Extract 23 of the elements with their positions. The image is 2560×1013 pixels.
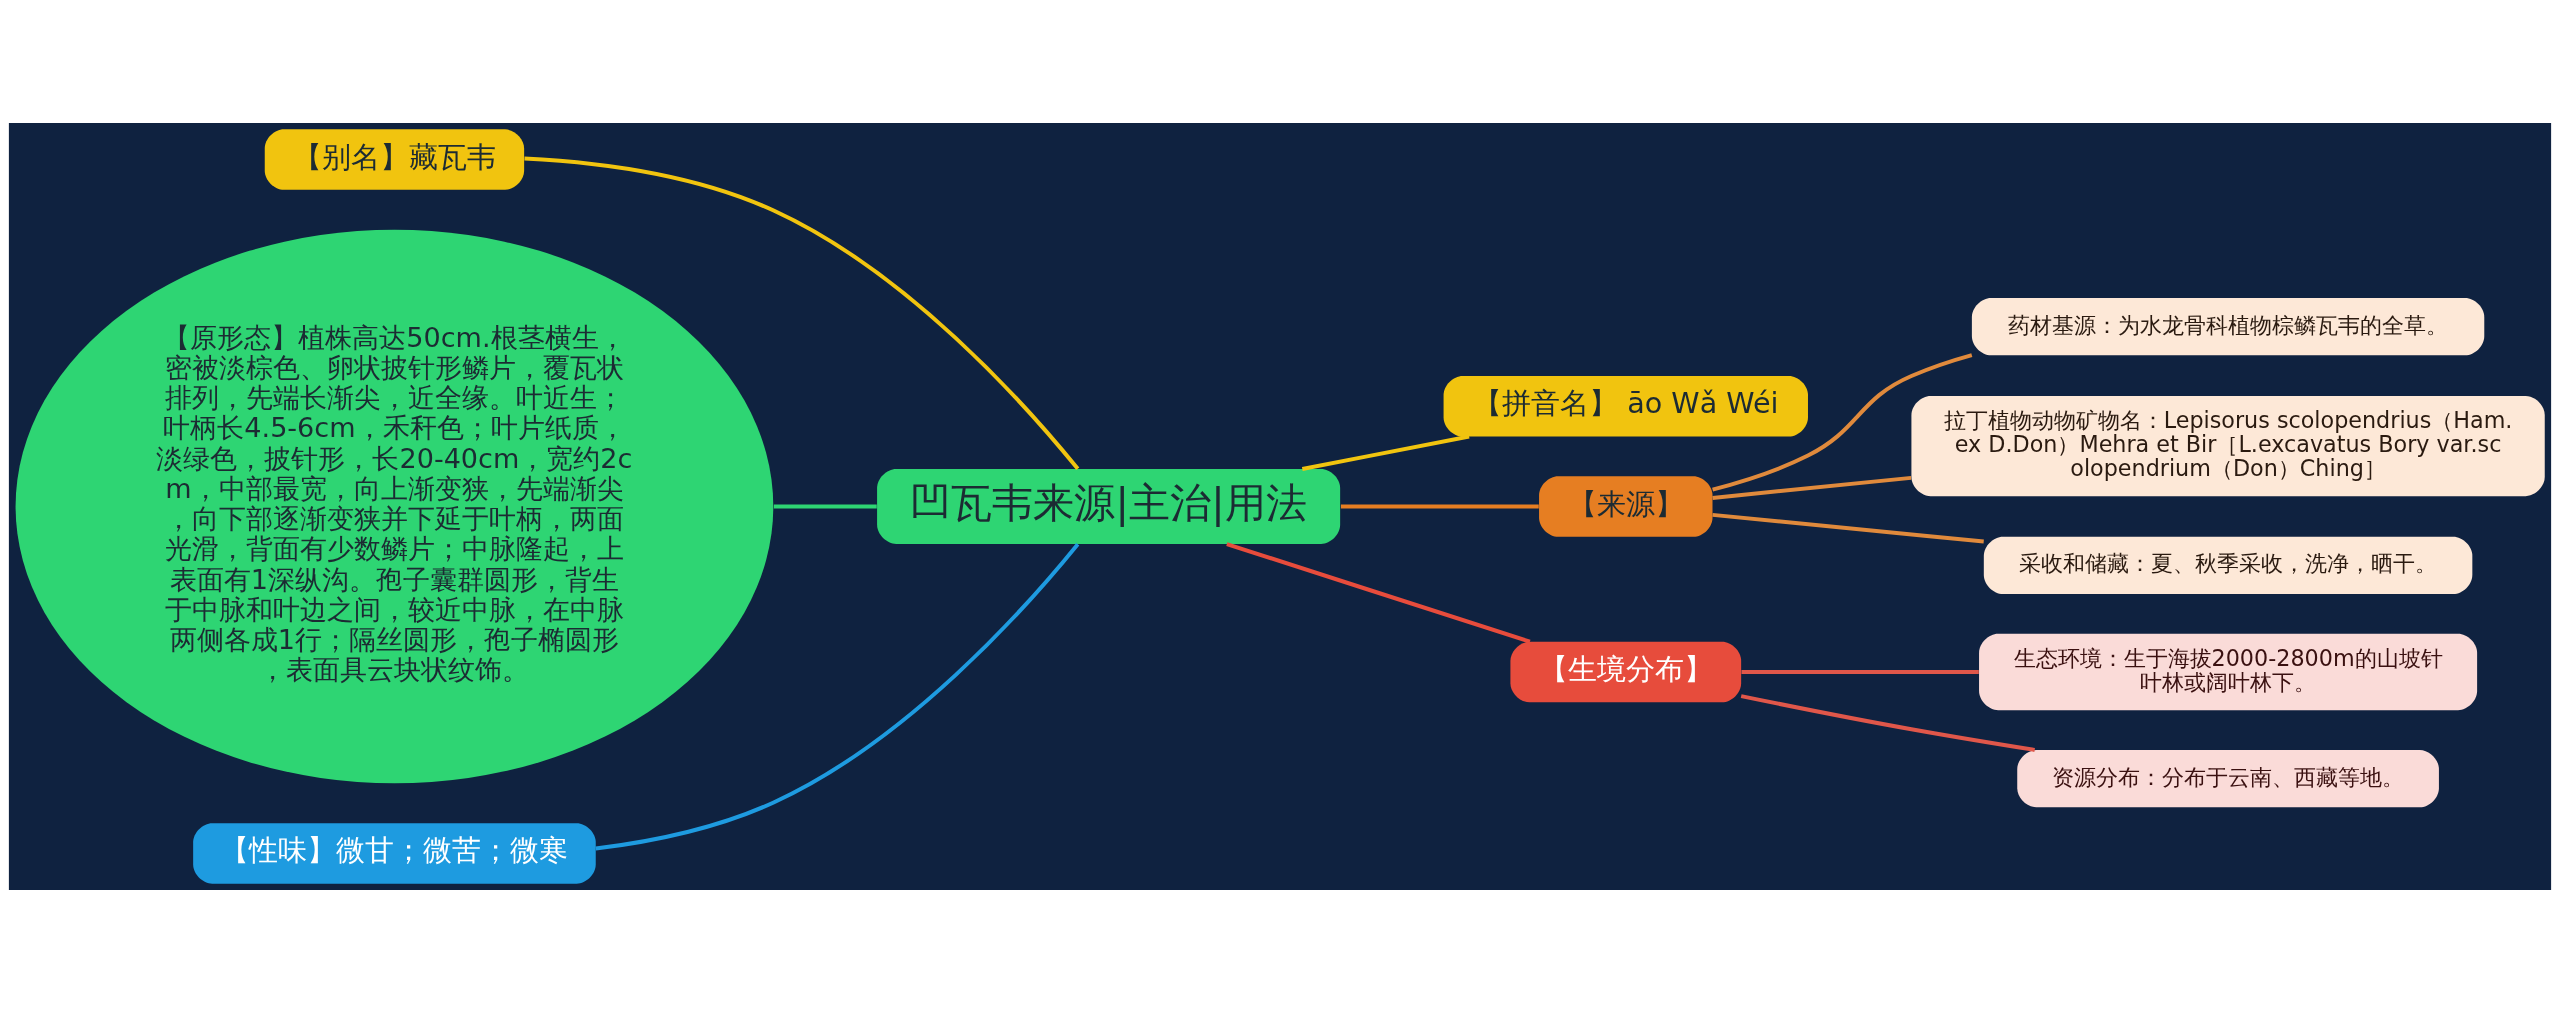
node-box: 凹瓦韦来源|主治|用法 bbox=[877, 469, 1341, 544]
node-box: 采收和储藏：夏、秋季采收，洗净，晒干。 bbox=[1983, 536, 2473, 594]
node-ellipse: 【原形态】植株高达50cm.根茎横生，密被淡棕色、卵状披针形鳞片，覆瓦状排列，先端长渐尖，近全缘。叶近生；叶柄长4.5-6cm，禾秆色；叶片纸质，淡绿色，披针形，长20-40cm，宽约2cm，中部最宽，向上渐变狭，先端渐尖，向下部逐渐变狭并下延于叶柄，两面光滑，背面有少数鳞片；中脉隆起，上表面有1深纵沟。孢子囊群圆形，背生于中脉和叶边之间，较近中脉，在中脉两侧各成1行；隔丝圆形，孢子椭圆形，表面具云块状纹饰。 bbox=[15, 229, 774, 784]
node-box: 【生境分布】 bbox=[1510, 641, 1742, 703]
node-box: 【性味】微甘；微苦；微寒 bbox=[193, 823, 596, 884]
connector bbox=[1712, 353, 1973, 492]
node-box: 资源分布：分布于云南、西藏等地。 bbox=[2017, 749, 2439, 808]
connector bbox=[595, 542, 1080, 851]
node-box: 生态环境：生于海拔2000-2800m的山坡针叶林或阔叶林下。 bbox=[1979, 633, 2478, 711]
connector bbox=[1226, 542, 1531, 644]
connector bbox=[1741, 670, 1979, 674]
connector bbox=[1740, 694, 2035, 752]
node-box: 【来源】 bbox=[1539, 476, 1713, 537]
connector bbox=[1712, 475, 1912, 500]
node-box: 拉丁植物动物矿物名：Lepisorus scolopendrius（Ham.ex D.Don）Mehra et Bir［L.excavatus Bory var.scolopendrium（Don）Ching］ bbox=[1911, 395, 2545, 497]
connector bbox=[773, 504, 877, 509]
connector bbox=[524, 156, 1080, 471]
connector bbox=[1712, 512, 1984, 544]
node-box: 【别名】藏瓦韦 bbox=[264, 129, 525, 190]
connector bbox=[1340, 504, 1539, 509]
node-box: 【拼音名】 āo Wǎ Wéi bbox=[1443, 376, 1808, 437]
connector bbox=[1301, 434, 1470, 471]
node-box: 药材基源：为水龙骨科植物棕鳞瓦韦的全草。 bbox=[1971, 298, 2485, 356]
